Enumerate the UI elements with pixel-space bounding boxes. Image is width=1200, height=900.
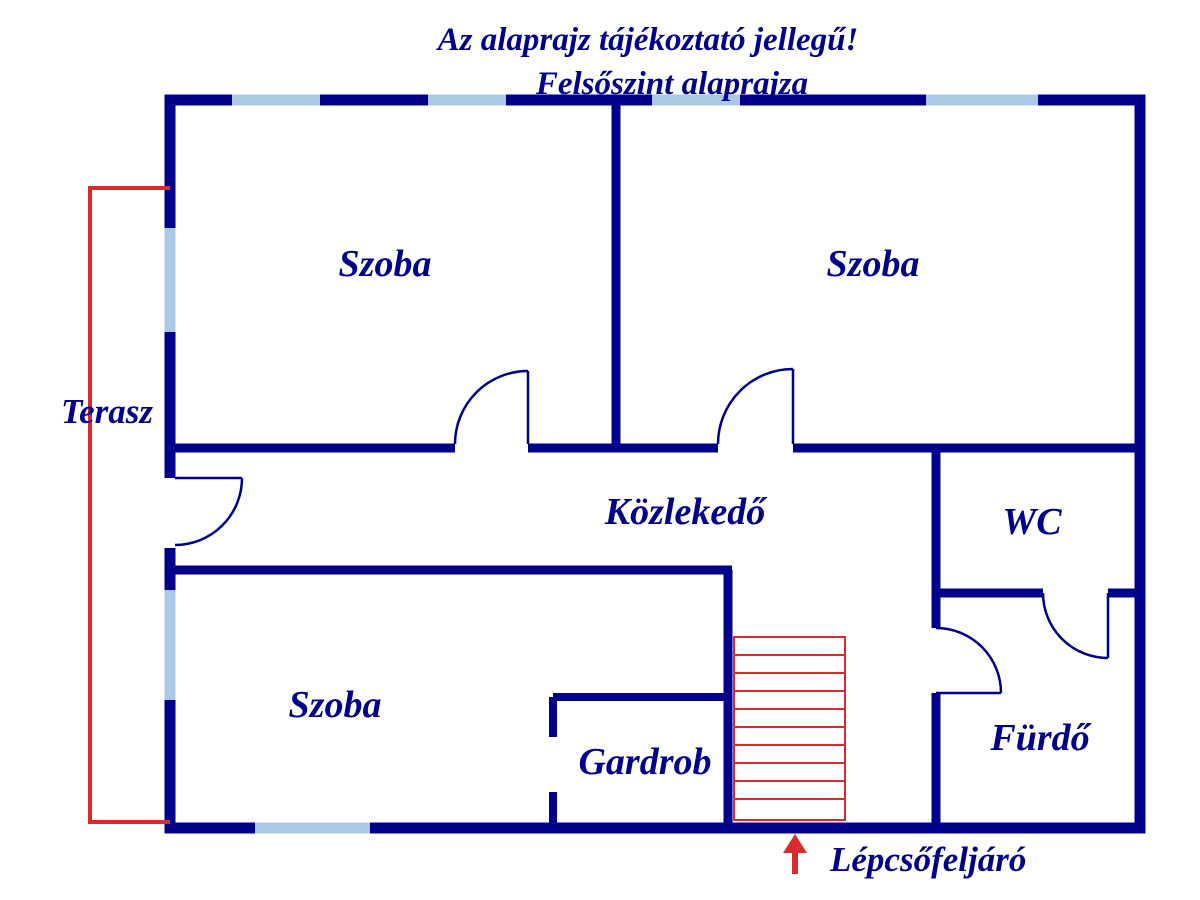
door-openings bbox=[163, 441, 1108, 792]
label-hallway: Közlekedő bbox=[604, 491, 767, 533]
stairs-outline bbox=[733, 636, 846, 821]
label-terrace: Terasz bbox=[61, 392, 153, 431]
door-wc bbox=[1041, 592, 1110, 660]
door-room-top-left bbox=[453, 369, 530, 445]
label-staircase: Lépcsőfeljáró bbox=[829, 840, 1026, 879]
label-wc: WC bbox=[1002, 501, 1062, 543]
label-bathroom: Fürdő bbox=[989, 717, 1091, 759]
label-room-top-right: Szoba bbox=[827, 243, 920, 285]
doors bbox=[174, 367, 1110, 695]
label-room-bottom-left: Szoba bbox=[289, 684, 382, 726]
stairs-arrow-head bbox=[783, 834, 807, 853]
floor-title: Felsőszint alaprajza bbox=[535, 66, 808, 102]
disclaimer-title: Az alaprajz tájékoztató jellegű! bbox=[436, 22, 859, 58]
windows bbox=[164, 94, 1038, 834]
terrace-outline bbox=[88, 186, 170, 824]
label-room-top-left: Szoba bbox=[339, 243, 432, 285]
stairs-arrow-icon bbox=[783, 834, 807, 874]
label-wardrobe: Gardrob bbox=[578, 741, 711, 783]
stairs-treads bbox=[734, 654, 845, 800]
door-terrace bbox=[174, 476, 244, 547]
stairs bbox=[733, 636, 846, 821]
door-bathroom bbox=[935, 626, 1003, 695]
plan-labels: Az alaprajz tájékoztató jellegű! Felsősz… bbox=[61, 22, 1092, 879]
door-room-top-right bbox=[716, 367, 795, 445]
